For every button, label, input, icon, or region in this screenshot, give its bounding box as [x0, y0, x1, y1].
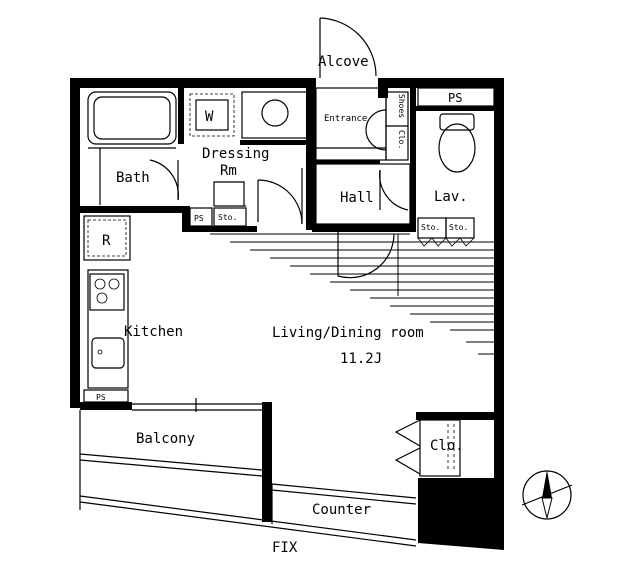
closet-small-label: Clo.	[397, 130, 406, 149]
alcove-label: Alcove	[318, 54, 369, 70]
storage-1-label: Sto.	[421, 223, 440, 232]
living-hatch	[210, 232, 494, 355]
washer-label: W	[205, 109, 214, 125]
ps-top-label: PS	[448, 91, 462, 105]
living-size-label: 11.2J	[340, 351, 382, 367]
outer-walls	[70, 78, 504, 550]
refrigerator-label: R	[102, 233, 111, 249]
dressing-rm-label: Rm	[220, 163, 237, 179]
bath-area: Bath	[87, 91, 179, 205]
counter-area: Counter	[271, 483, 417, 524]
living-area: Living/Dining room 11.2J	[272, 325, 424, 367]
hall-label: Hall	[340, 190, 374, 206]
dressing-label: Dressing	[202, 146, 269, 162]
storage-2-label: Sto.	[449, 223, 468, 232]
storage-units: Sto. Sto.	[417, 217, 475, 247]
balcony-area: Balcony	[79, 398, 417, 547]
north-arrow-icon	[521, 470, 573, 520]
lavatory-label: Lav.	[434, 189, 468, 205]
closet-label: Clo.	[430, 438, 464, 454]
counter-label: Counter	[312, 502, 371, 518]
kitchen-label: Kitchen	[124, 324, 183, 340]
fix-label: FIX	[272, 540, 298, 556]
kitchen-area: R Kitchen PS	[83, 215, 183, 403]
entrance-area: Shoes Clo. Entrance Hall	[315, 87, 411, 225]
entrance-label: Entrance	[324, 114, 367, 124]
ps-kitchen-label: PS	[96, 393, 106, 402]
dressing-area: W Dressing Rm Sto. PS	[189, 91, 309, 227]
bath-label: Bath	[116, 170, 150, 186]
living-label: Living/Dining room	[272, 325, 424, 341]
ps-dressing-label: PS	[194, 214, 204, 223]
storage-dressing-label: Sto.	[218, 213, 237, 222]
alcove-area: Alcove	[318, 17, 377, 78]
closet-area: Clo.	[394, 419, 464, 477]
shoes-label: Shoes	[397, 94, 406, 118]
interior-walls	[80, 88, 494, 410]
lavatory-area: PS Lav.	[417, 87, 495, 205]
balcony-label: Balcony	[136, 431, 195, 447]
